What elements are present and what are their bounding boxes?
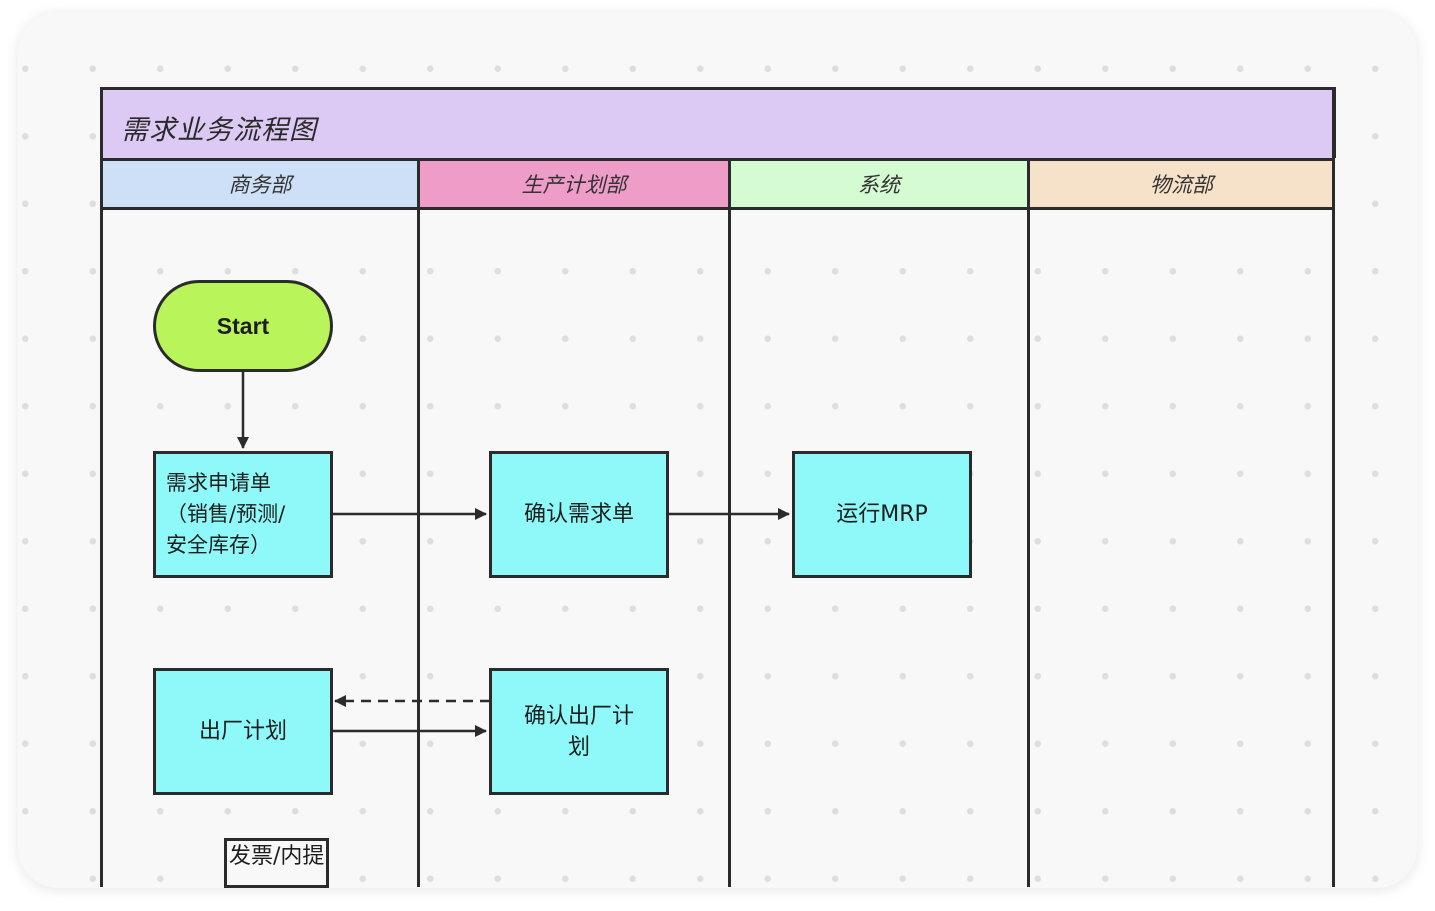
start-node-label: Start: [216, 312, 270, 339]
run-mrp-node[interactable]: 运行MRP: [792, 451, 972, 578]
pool-left-border: [100, 87, 103, 887]
connector-layer: [237, 372, 790, 737]
lane-label-system: 系统: [858, 173, 900, 197]
shipment-plan-node[interactable]: 出厂计划: [153, 668, 333, 795]
pool-right-border: [1332, 87, 1335, 887]
demand-request-label: 需求申请单 （销售/预测/ 安全库存）: [166, 471, 286, 557]
lane-divider-1: [417, 158, 420, 887]
lane-header-business[interactable]: 商务部: [103, 158, 417, 210]
swimlane-pool: 需求业务流程图 商务部 生产计划部 系统 物流部: [100, 87, 1336, 887]
lane-divider-3: [1027, 158, 1030, 887]
lane-label-business: 商务部: [228, 173, 292, 197]
invoice-label-node[interactable]: 发票/内提: [224, 838, 330, 888]
invoice-label-text: 发票/内提: [229, 844, 325, 869]
diagram-title: 需求业务流程图: [121, 115, 317, 146]
diagram-card: 需求业务流程图 商务部 生产计划部 系统 物流部: [18, 12, 1417, 888]
confirm-shipment-plan-label: 确认出厂计 划: [523, 703, 634, 760]
lane-divider-2: [728, 158, 731, 887]
lane-label-logistics: 物流部: [1150, 173, 1213, 197]
confirm-demand-node[interactable]: 确认需求单: [489, 451, 669, 578]
pool-header: 需求业务流程图: [100, 87, 1336, 158]
confirm-shipment-plan-node[interactable]: 确认出厂计 划: [489, 668, 669, 795]
lane-header-production-planning[interactable]: 生产计划部: [420, 158, 728, 210]
lane-header-logistics[interactable]: 物流部: [1030, 158, 1333, 210]
lane-header-system[interactable]: 系统: [731, 158, 1027, 210]
start-node[interactable]: Start: [153, 280, 333, 372]
shipment-plan-label: 出厂计划: [198, 719, 287, 744]
confirm-demand-label: 确认需求单: [523, 502, 634, 527]
demand-request-node[interactable]: 需求申请单 （销售/预测/ 安全库存）: [153, 451, 333, 578]
run-mrp-label: 运行MRP: [836, 502, 928, 527]
lane-label-production-planning: 生产计划部: [521, 173, 627, 197]
